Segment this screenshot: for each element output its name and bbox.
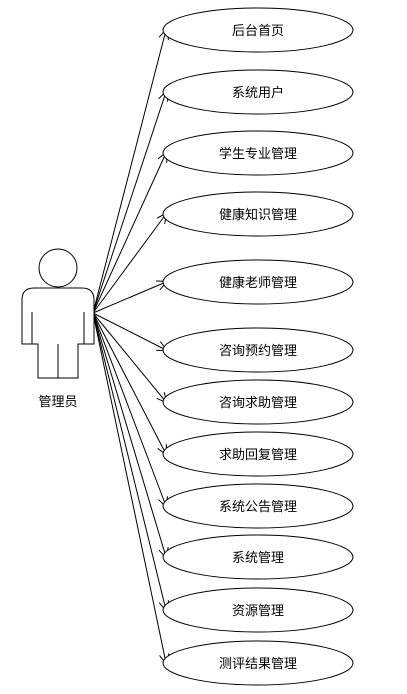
use-case[interactable]: 学生专业管理 [162, 130, 354, 176]
use-case[interactable]: 后台首页 [162, 7, 354, 53]
use-case-label: 咨询预约管理 [219, 344, 297, 359]
use-case[interactable]: 求助回复管理 [162, 431, 354, 477]
association-line [92, 282, 166, 314]
use-case[interactable]: 系统公告管理 [162, 483, 354, 529]
association-line [92, 312, 166, 610]
actor-head [38, 248, 78, 288]
use-case-ellipse[interactable] [162, 587, 354, 633]
use-case-ellipse[interactable] [162, 379, 354, 425]
association-line [92, 30, 166, 314]
use-cases: 后台首页系统用户学生专业管理健康知识管理健康老师管理咨询预约管理咨询求助管理求助… [162, 7, 354, 686]
use-case[interactable]: 健康知识管理 [162, 191, 354, 237]
use-case-ellipse[interactable] [162, 327, 354, 373]
association-line [92, 92, 166, 314]
actor-body [21, 287, 95, 379]
use-case-label: 健康知识管理 [219, 207, 297, 223]
association-line [92, 312, 166, 350]
association-line [92, 312, 166, 663]
use-case[interactable]: 资源管理 [162, 587, 354, 633]
use-case[interactable]: 测评结果管理 [162, 640, 354, 686]
use-case-ellipse[interactable] [162, 69, 354, 115]
use-case[interactable]: 咨询求助管理 [162, 379, 354, 425]
association-line [92, 153, 166, 314]
use-case-ellipse[interactable] [162, 130, 354, 176]
use-case[interactable]: 系统管理 [162, 534, 354, 580]
use-case[interactable]: 系统用户 [162, 69, 354, 115]
use-case[interactable]: 咨询预约管理 [162, 327, 354, 373]
use-case-ellipse[interactable] [162, 7, 354, 53]
use-case-label: 测评结果管理 [219, 657, 297, 672]
use-case-label: 咨询求助管理 [219, 396, 297, 411]
use-case-ellipse[interactable] [162, 640, 354, 686]
use-case-label: 学生专业管理 [219, 146, 297, 162]
use-case-ellipse[interactable] [162, 483, 354, 529]
use-case-ellipse[interactable] [162, 534, 354, 580]
use-case-ellipse[interactable] [162, 259, 354, 305]
association-line [92, 214, 166, 314]
use-case-label: 系统公告管理 [219, 500, 297, 515]
use-case-label: 资源管理 [232, 604, 284, 619]
use-case-label: 系统用户 [232, 85, 284, 101]
use-case-ellipse[interactable] [162, 431, 354, 477]
association-lines [92, 30, 166, 663]
use-case-label: 健康老师管理 [219, 275, 297, 291]
use-case[interactable]: 健康老师管理 [162, 259, 354, 305]
use-case-label: 后台首页 [232, 24, 284, 39]
use-case-ellipse[interactable] [162, 191, 354, 237]
use-case-label: 求助回复管理 [219, 448, 297, 463]
association-line [92, 312, 166, 454]
actor-figure: 管理员 [21, 248, 95, 410]
association-line [92, 312, 166, 506]
actor-label: 管理员 [38, 395, 77, 410]
association-line [92, 312, 166, 557]
association-line [92, 312, 166, 402]
use-case-label: 系统管理 [232, 551, 284, 566]
